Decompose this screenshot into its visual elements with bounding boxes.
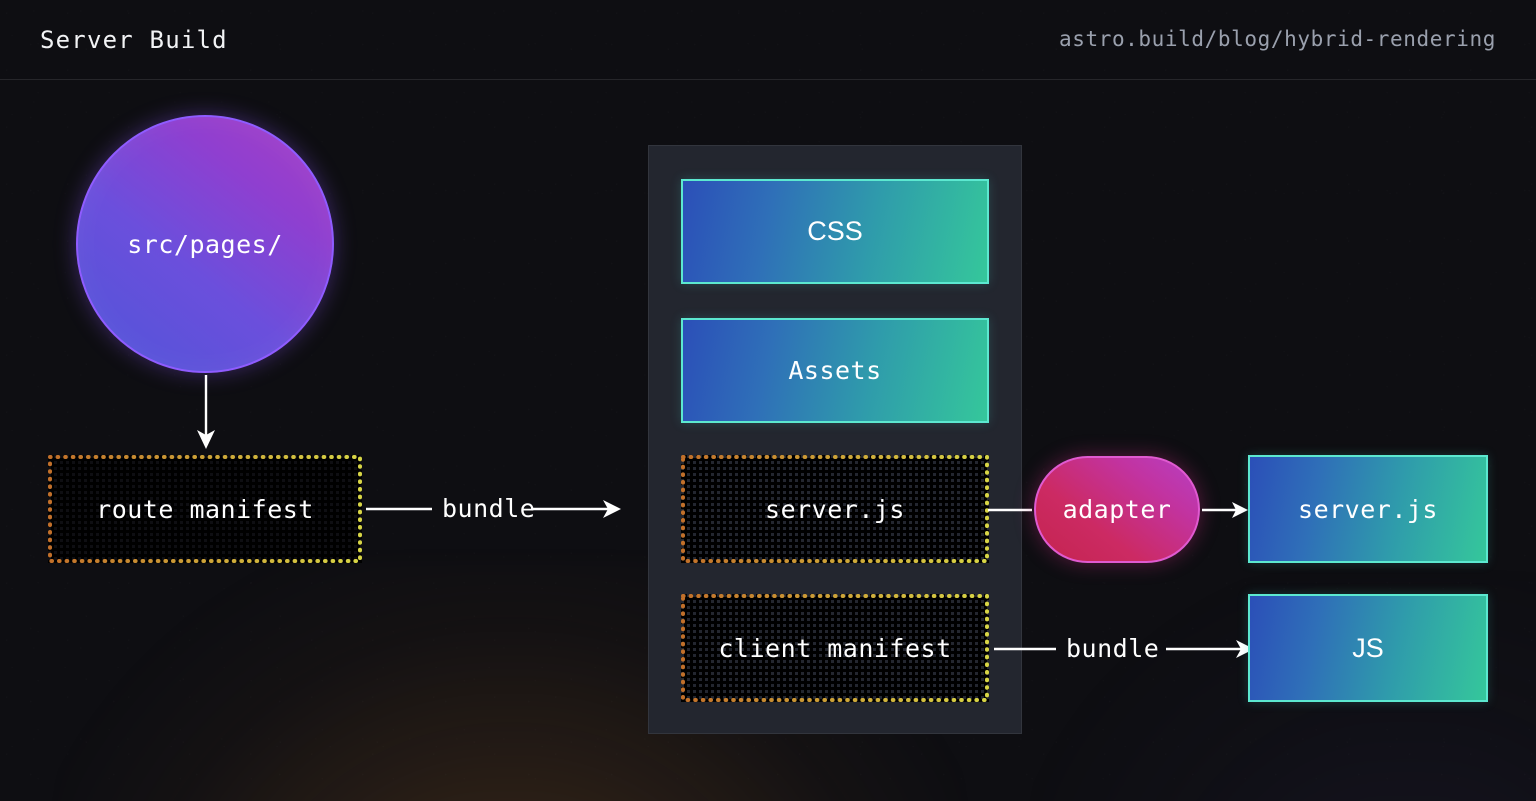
- bundle-arrow-icon: [366, 500, 621, 518]
- node-src-pages[interactable]: src/pages/: [76, 115, 334, 373]
- header-bar: Server Build astro.build/blog/hybrid-ren…: [0, 0, 1536, 80]
- page-title: Server Build: [40, 26, 228, 54]
- final-output-js[interactable]: JS: [1248, 594, 1488, 702]
- arrow-down-icon: [190, 375, 222, 453]
- output-item-assets[interactable]: Assets: [681, 318, 989, 423]
- output-item-client-manifest[interactable]: client manifest: [681, 594, 989, 702]
- connector-bundle-label-top: bundle: [442, 494, 536, 523]
- output-item-css-label: CSS: [807, 216, 863, 246]
- connector-server-to-adapter: [988, 498, 1038, 522]
- final-output-server-js-label: server.js: [1298, 494, 1438, 524]
- connector-adapter-to-output: [1198, 495, 1252, 525]
- final-output-js-label: JS: [1352, 632, 1384, 663]
- node-route-manifest[interactable]: route manifest: [48, 455, 362, 563]
- output-item-server-js-label: server.js: [765, 494, 905, 524]
- connector-route-to-container: bundle: [362, 486, 624, 532]
- node-src-pages-label: src/pages/: [127, 229, 283, 259]
- output-item-client-manifest-label: client manifest: [718, 633, 952, 663]
- node-adapter[interactable]: adapter: [1034, 456, 1200, 563]
- connector-line-icon: [988, 508, 1032, 512]
- output-item-server-js[interactable]: server.js: [681, 455, 989, 563]
- source-url: astro.build/blog/hybrid-rendering: [1058, 27, 1496, 51]
- bundle-arrow-icon: [994, 640, 1254, 658]
- output-item-css[interactable]: CSS: [681, 179, 989, 284]
- node-route-manifest-label: route manifest: [96, 494, 314, 524]
- output-item-assets-label: Assets: [788, 356, 882, 385]
- connector-bundle-label-bottom: bundle: [1066, 634, 1160, 663]
- connector-client-to-js: bundle: [990, 626, 1258, 672]
- arrow-right-icon: [1202, 502, 1248, 518]
- final-output-server-js[interactable]: server.js: [1248, 455, 1488, 563]
- node-adapter-label: adapter: [1062, 495, 1172, 524]
